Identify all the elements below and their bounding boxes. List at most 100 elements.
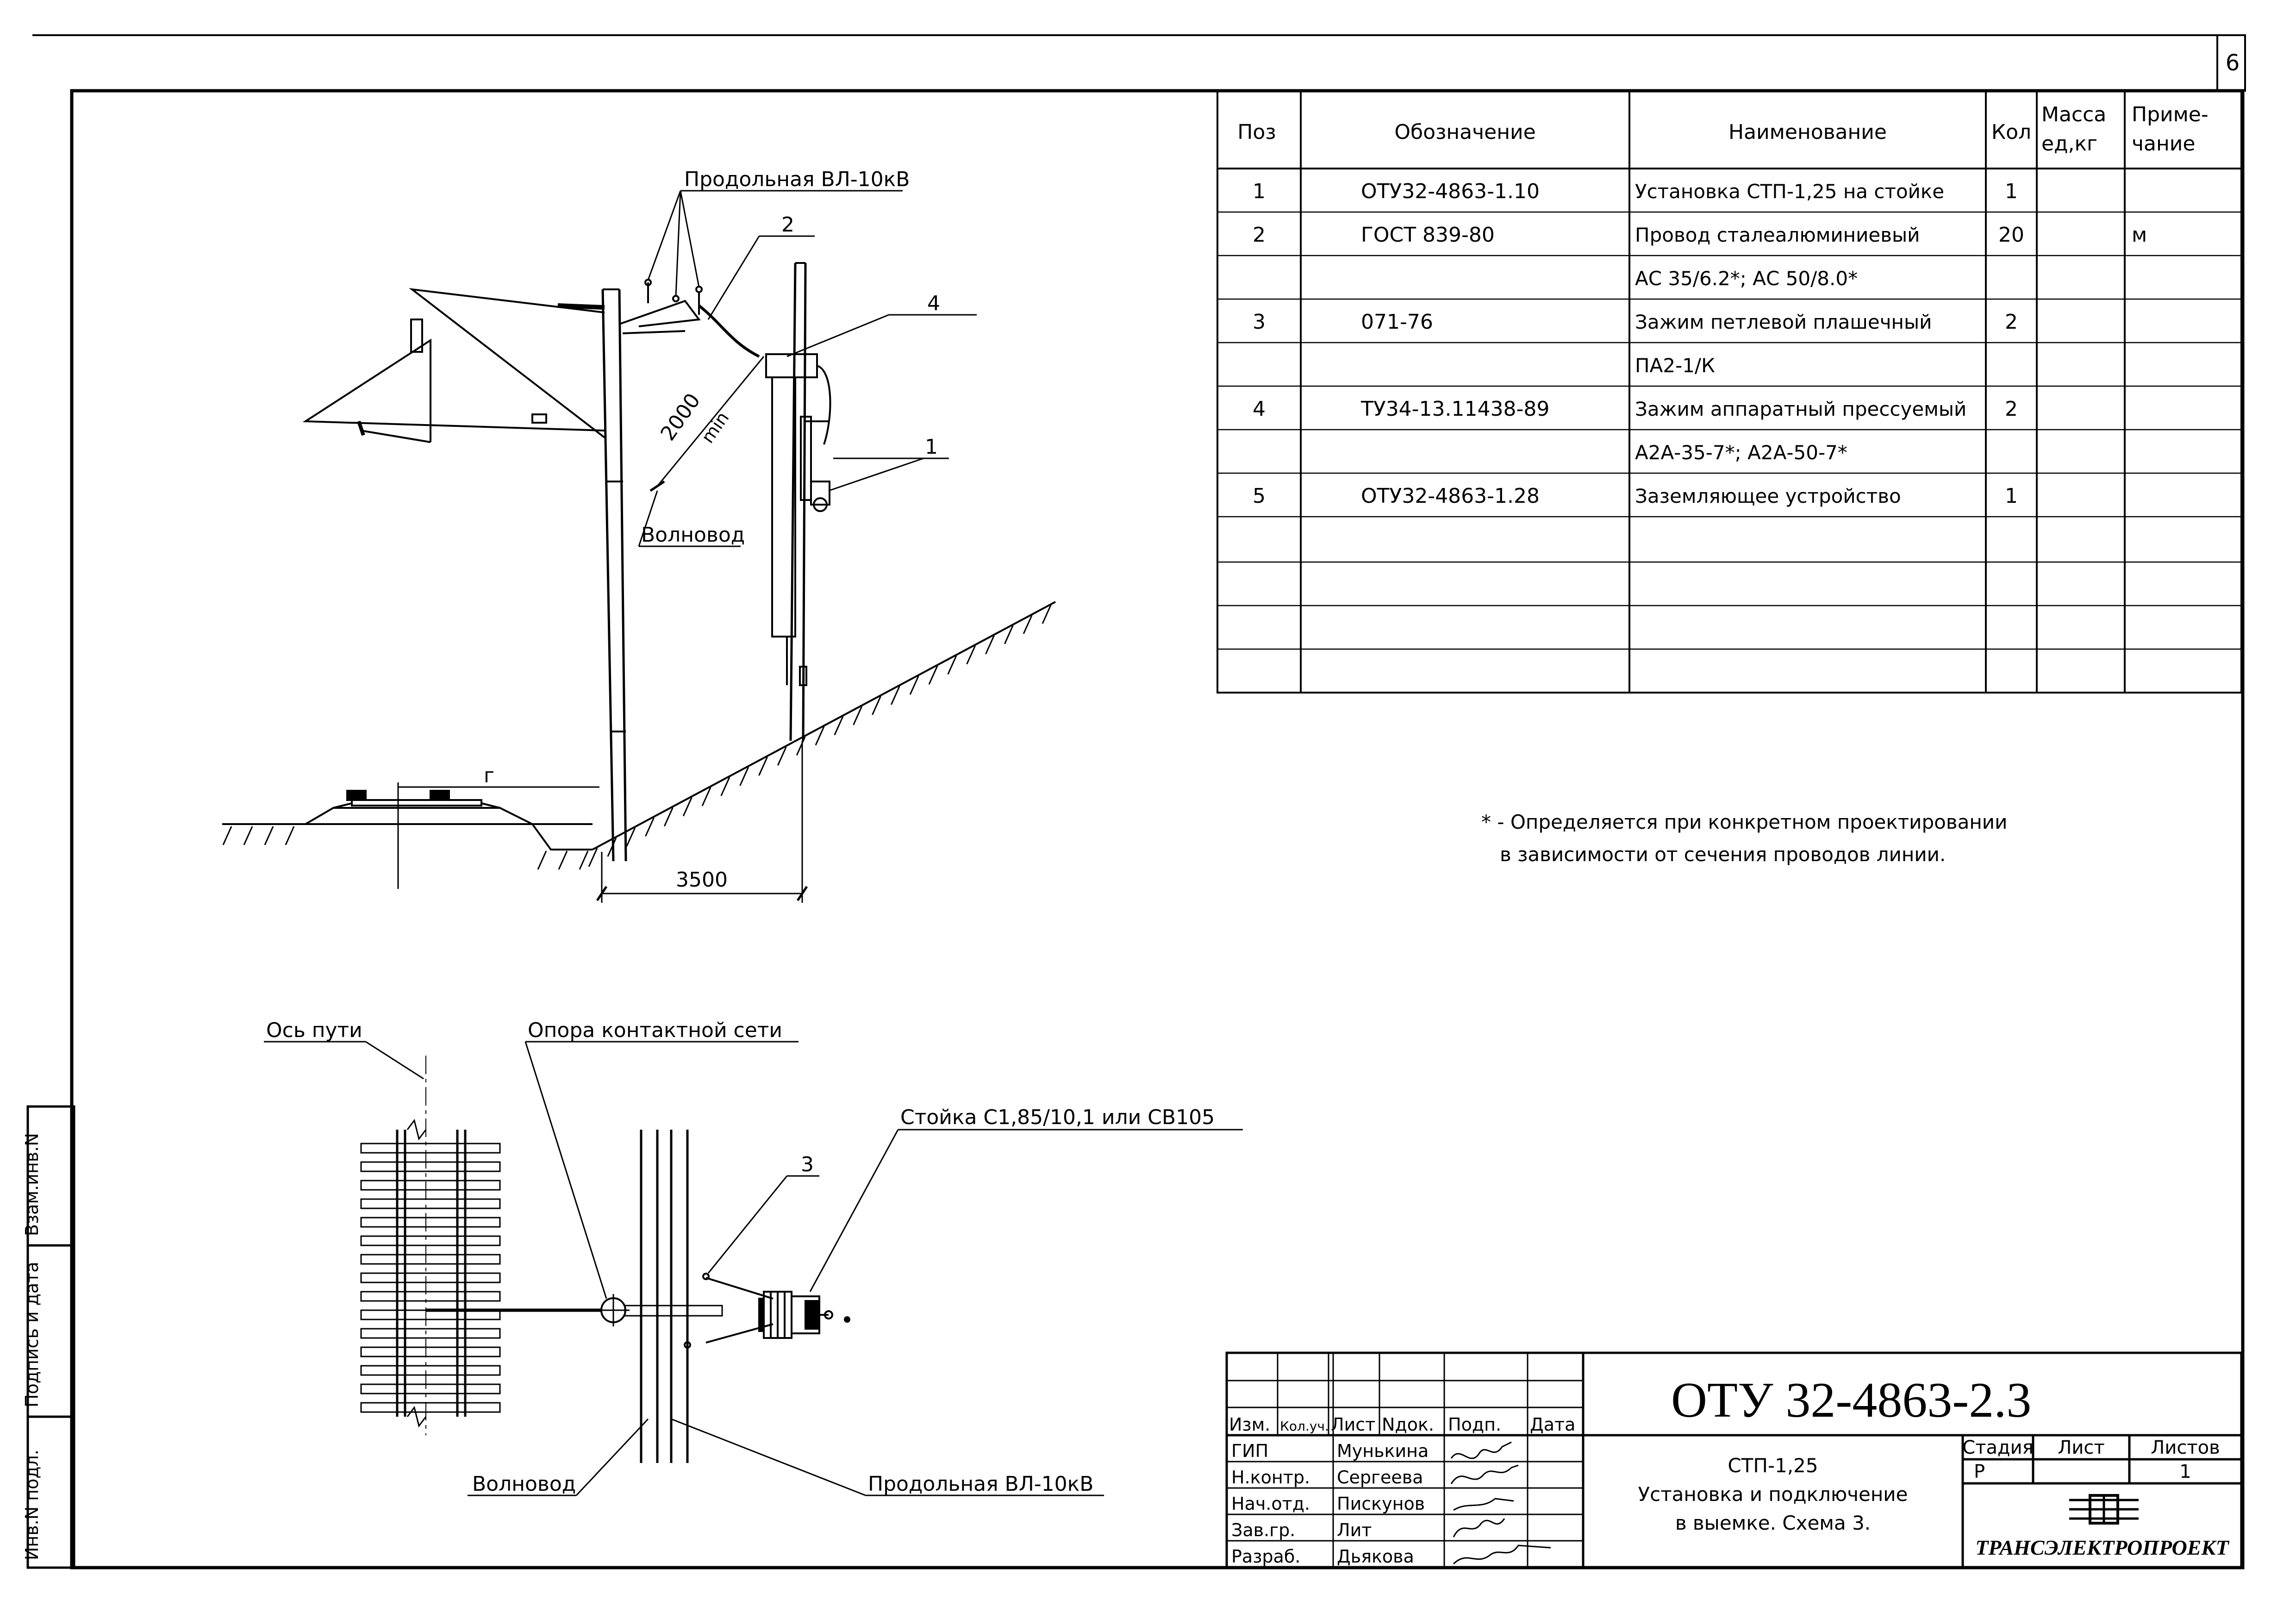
- spec-cell-designation: 071-76: [1361, 310, 1433, 334]
- rev-header-cell: Подп.: [1448, 1414, 1501, 1435]
- spec-cell-note: м: [2132, 223, 2147, 247]
- sheet-frame: [32, 34, 2246, 1569]
- spec-cell-pos: 2: [1253, 223, 1266, 247]
- callout-4: 4: [927, 292, 940, 315]
- stand-pole: [789, 262, 807, 741]
- person-name: Дьякова: [1337, 1546, 1414, 1567]
- title-block-rev-grid: [1227, 1353, 1583, 1568]
- spec-cell-name: Установка СТП-1,25 на стойке: [1635, 180, 1944, 203]
- header-note-1: Приме-: [2132, 103, 2209, 126]
- footnote-line-1: * - Определяется при конкретном проектир…: [1481, 811, 2007, 833]
- label-vl-10kv-top: Продольная ВЛ-10кВ: [684, 168, 910, 191]
- company-logo-icon: [2069, 1494, 2139, 1525]
- signatures: [1450, 1441, 1551, 1565]
- doc-code: ОТУ 32-4863-2.3: [1671, 1373, 2031, 1428]
- label-waveguide-section: Волновод: [641, 523, 745, 547]
- rev-header-cell: Изм.: [1229, 1414, 1270, 1435]
- header-qty: Кол: [1991, 120, 2031, 144]
- spec-cell-name: Зажим аппаратный прессуемый: [1635, 398, 1966, 420]
- spec-cell-qty: 1: [2005, 180, 2018, 203]
- spec-cell-name: Провод сталеалюминиевый: [1635, 224, 1920, 246]
- title-line-3: в выемке. Схема 3.: [1675, 1512, 1871, 1534]
- side-stamp-sign: Подпись и дата: [22, 1262, 42, 1407]
- spec-cell-pos: 1: [1253, 180, 1266, 203]
- title-block-grid: [1225, 1351, 2243, 1569]
- header-name: Наименование: [1728, 120, 1887, 144]
- plan-leader-lines: [264, 1041, 1243, 1496]
- ground-and-track: [222, 601, 1056, 850]
- rev-header-cell: Кол.уч.: [1280, 1419, 1329, 1434]
- side-stamp-replace: Взам.инв.N: [22, 1133, 42, 1236]
- spec-cell-name: АС 35/6.2*; АС 50/8.0*: [1635, 267, 1858, 290]
- plan-view-labels: Ось пути Опора контактной сети Стойка С1…: [266, 1019, 1215, 1496]
- section-view: [222, 190, 1056, 903]
- spec-cell-name: Заземляющее устройство: [1635, 485, 1901, 507]
- header-mass-1: Масса: [2041, 103, 2106, 126]
- person-role: Н.контр.: [1231, 1467, 1310, 1488]
- label-catenary-support: Опора контактной сети: [528, 1019, 782, 1042]
- callout-3: 3: [801, 1153, 814, 1176]
- spec-cell-pos: 3: [1253, 310, 1266, 334]
- spec-cell-qty: 2: [2005, 397, 2018, 421]
- stage-label: Стадия: [1962, 1437, 2033, 1458]
- section-view-labels: Продольная ВЛ-10кВ 2 4 1 Волновод 2000 m…: [484, 168, 940, 892]
- person-role: Разраб.: [1231, 1546, 1300, 1567]
- person-role: Зав.гр.: [1231, 1520, 1295, 1540]
- loop-wire: [698, 304, 760, 358]
- dim-r: г: [484, 764, 494, 788]
- header-mass-2: ед,кг: [2041, 132, 2097, 156]
- spec-cell-qty: 1: [2005, 484, 2018, 508]
- spec-cell-qty: 2: [2005, 310, 2018, 334]
- title-line-1: СТП-1,25: [1728, 1454, 1818, 1477]
- person-name: Сергеева: [1337, 1467, 1423, 1488]
- header-designation: Обозначение: [1394, 120, 1535, 144]
- label-stand: Стойка С1,85/10,1 или СВ105: [900, 1106, 1215, 1129]
- cantilever: [302, 288, 605, 443]
- track-sleepers: [360, 1143, 501, 1413]
- spec-cell-pos: 5: [1253, 484, 1266, 508]
- dim-3500: 3500: [676, 868, 728, 892]
- stp-unit: [765, 353, 831, 686]
- company-name: ТРАНСЭЛЕКТРОПРОЕКТ: [1975, 1536, 2229, 1559]
- label-waveguide-plan: Волновод: [472, 1472, 576, 1496]
- person-name: Пискунов: [1337, 1494, 1425, 1514]
- sheet-number: 6: [2226, 50, 2240, 76]
- rev-header-cell: Дата: [1530, 1414, 1575, 1435]
- person-name: Мунькина: [1337, 1441, 1429, 1461]
- stage-value: Р: [1974, 1461, 1985, 1482]
- sheets-value: 1: [2179, 1461, 2191, 1482]
- spec-table-rows: 1 ОТУ32-4863-1.10 Установка СТП-1,25 на ст…: [1253, 180, 2147, 508]
- catenary-mast: [601, 288, 627, 862]
- spec-cell-designation: ОТУ32-4863-1.28: [1361, 484, 1540, 508]
- person-role: ГИП: [1231, 1441, 1268, 1461]
- label-track-axis: Ось пути: [266, 1019, 362, 1042]
- label-vl-10kv-plan: Продольная ВЛ-10кВ: [868, 1472, 1093, 1496]
- side-stamp: [26, 1105, 75, 1569]
- rev-header-cell: Лист: [1331, 1414, 1375, 1435]
- title-line-2: Установка и подключение: [1638, 1483, 1908, 1506]
- longitudinal-lines: [640, 1130, 689, 1463]
- spec-cell-designation: ТУ34-13.11438-89: [1360, 397, 1549, 421]
- dim-min: min: [697, 408, 733, 447]
- stp-unit-plan: [758, 1291, 850, 1339]
- callout-2: 2: [781, 213, 794, 237]
- spec-table-header: Поз Обозначение Наименование Кол Масса е…: [1237, 103, 2208, 156]
- leader-lines: [638, 190, 977, 547]
- sheets-label: Листов: [2151, 1437, 2220, 1458]
- rev-header-cell: Nдок.: [1382, 1414, 1434, 1435]
- spec-cell-pos: 4: [1253, 397, 1266, 421]
- plan-view: [264, 1041, 1243, 1496]
- side-stamp-inv: Инв.N подл.: [22, 1450, 42, 1560]
- callout-1: 1: [925, 435, 938, 459]
- sheet-label: Лист: [2058, 1437, 2104, 1458]
- spec-table-grid: [1217, 90, 2242, 694]
- title-block-rev-headers: Изм. Кол.уч.Лист Nдок. Подп. Дата: [1229, 1414, 1575, 1435]
- spec-cell-designation: ОТУ32-4863-1.10: [1361, 180, 1540, 203]
- header-pos: Поз: [1237, 120, 1276, 144]
- vl-crossarm: [619, 279, 703, 334]
- spec-cell-designation: ГОСТ 839-80: [1361, 223, 1495, 247]
- spec-cell-name: А2А-35-7*; А2А-50-7*: [1635, 441, 1847, 464]
- footnote-line-2: в зависимости от сечения проводов линии.: [1500, 843, 1946, 866]
